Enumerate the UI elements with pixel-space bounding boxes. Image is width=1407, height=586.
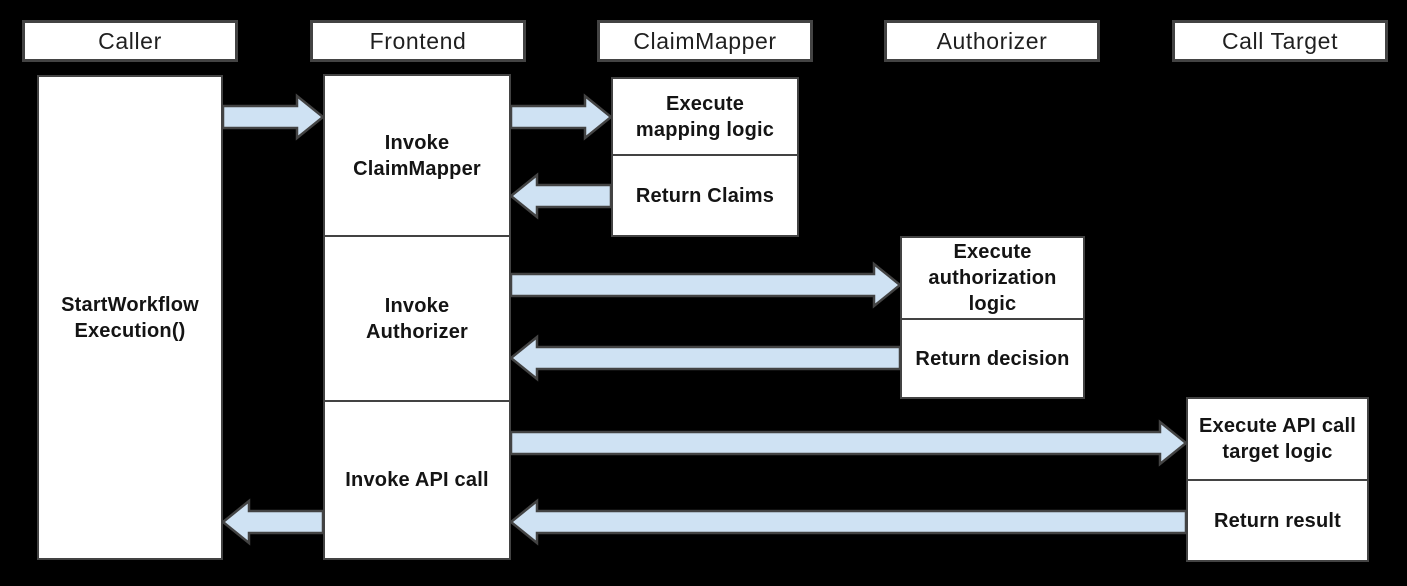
authorizer-step-return: Return decision bbox=[902, 318, 1083, 397]
label-line: Return decision bbox=[915, 347, 1070, 370]
arrow-frontend-to-claimmapper bbox=[509, 93, 613, 141]
arrow-frontend-to-authorizer bbox=[509, 261, 902, 309]
frontend-activation-box: Invoke ClaimMapper Invoke Authorizer Inv… bbox=[323, 74, 511, 560]
label-line: Execution() bbox=[74, 319, 186, 342]
lifeline-header-frontend: Frontend bbox=[310, 20, 526, 62]
arrow-frontend-to-calltarget bbox=[509, 419, 1188, 467]
label-line: Execute bbox=[665, 92, 745, 115]
lifeline-label: Frontend bbox=[369, 27, 467, 54]
label-line: Execute bbox=[953, 241, 1032, 263]
claimmapper-step-return: Return Claims bbox=[613, 154, 797, 235]
lifeline-header-calltarget: Call Target bbox=[1172, 20, 1388, 62]
label-line: target logic bbox=[1222, 441, 1333, 463]
lifeline-label: Caller bbox=[98, 27, 162, 54]
label-line: Invoke API call bbox=[345, 469, 489, 491]
label-line: logic bbox=[968, 293, 1017, 315]
label-line: ClaimMapper bbox=[353, 157, 481, 180]
label-line: Invoke bbox=[384, 294, 450, 317]
authorizer-activation-box: Execute authorization logic Return decis… bbox=[900, 236, 1085, 399]
claimmapper-step-execute: Execute mapping logic bbox=[613, 79, 797, 154]
lifeline-header-caller: Caller bbox=[22, 20, 238, 62]
label-line: Return Claims bbox=[635, 184, 775, 207]
label-line: Invoke bbox=[384, 131, 450, 154]
label-line: Return result bbox=[1213, 509, 1342, 532]
arrow-authorizer-to-frontend bbox=[509, 334, 902, 382]
label-line: StartWorkflow bbox=[61, 293, 199, 316]
caller-activation-box: StartWorkflow Execution() bbox=[37, 75, 223, 560]
label-line: authorization bbox=[928, 267, 1057, 289]
frontend-step-invoke-api-call: Invoke API call bbox=[325, 400, 509, 558]
frontend-step-invoke-authorizer: Invoke Authorizer bbox=[325, 235, 509, 400]
label-line: Execute API call bbox=[1199, 415, 1356, 437]
calltarget-activation-box: Execute API call target logic Return res… bbox=[1186, 397, 1369, 562]
calltarget-step-return: Return result bbox=[1188, 479, 1367, 560]
lifeline-label: ClaimMapper bbox=[633, 27, 777, 54]
claimmapper-activation-box: Execute mapping logic Return Claims bbox=[611, 77, 799, 237]
frontend-step-invoke-claimmapper: Invoke ClaimMapper bbox=[325, 76, 509, 235]
caller-activation-label: StartWorkflow Execution() bbox=[39, 77, 221, 558]
label-line: mapping logic bbox=[635, 118, 775, 141]
arrow-caller-to-frontend bbox=[221, 93, 325, 141]
calltarget-step-execute: Execute API call target logic bbox=[1188, 399, 1367, 479]
authorizer-step-execute: Execute authorization logic bbox=[902, 238, 1083, 318]
label-line: Authorizer bbox=[366, 320, 468, 343]
arrow-calltarget-to-frontend bbox=[509, 498, 1188, 546]
lifeline-label: Authorizer bbox=[936, 27, 1048, 54]
arrow-frontend-to-caller bbox=[221, 498, 325, 546]
lifeline-label: Call Target bbox=[1221, 27, 1339, 54]
lifeline-header-claimmapper: ClaimMapper bbox=[597, 20, 813, 62]
arrow-claimmapper-to-frontend bbox=[509, 172, 613, 220]
lifeline-header-authorizer: Authorizer bbox=[884, 20, 1100, 62]
